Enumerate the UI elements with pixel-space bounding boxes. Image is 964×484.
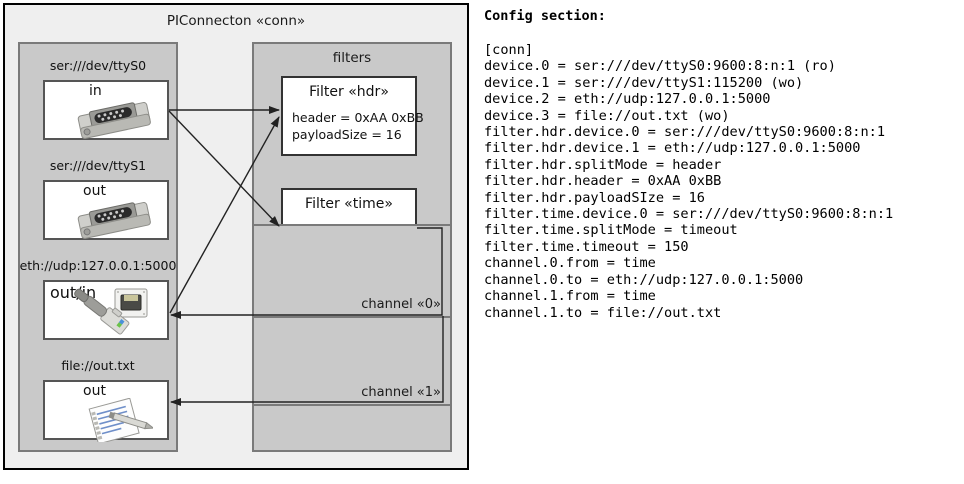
device-box-ttyS0[interactable]: in — [43, 80, 169, 140]
serial-db9-icon — [77, 101, 151, 139]
diagram-title: PIConnecton «conn» — [166, 13, 306, 29]
text-file-pencil-icon — [88, 398, 153, 442]
device-direction-ttyS1: out — [83, 183, 106, 199]
ethernet-rj45-icon — [74, 288, 148, 335]
device-caption-ttyS0: ser:///dev/ttyS0 — [49, 58, 147, 73]
filters-panel-title: filters — [332, 50, 372, 66]
channel-label-0: channel «0» — [361, 297, 441, 312]
config-section: Config section: [conn] device.0 = ser://… — [482, 0, 964, 484]
filter-box-hdr[interactable]: Filter «hdr» header = 0xAA 0xBB payloadS… — [281, 76, 424, 156]
filter-prop-payloadsize: payloadSize = 16 — [292, 127, 402, 142]
channel-label-1: channel «1» — [361, 385, 441, 400]
device-caption-file: file://out.txt — [61, 358, 135, 373]
device-caption-eth: eth://udp:127.0.0.1:5000 — [19, 258, 177, 273]
device-box-eth[interactable]: out/in — [43, 280, 169, 340]
connection-diagram: PIConnecton «conn» ser:///dev/ttyS0 in s… — [0, 0, 478, 484]
device-direction-file: out — [83, 383, 106, 399]
device-box-ttyS1[interactable]: out — [43, 180, 169, 240]
channel-cell-0[interactable]: channel «0» — [252, 224, 452, 318]
channel-cell-1[interactable]: channel «1» — [252, 316, 452, 406]
device-direction-ttyS0: in — [89, 83, 102, 99]
filter-title-hdr: Filter «hdr» — [309, 84, 389, 100]
serial-db9-icon — [77, 201, 151, 239]
filter-prop-header: header = 0xAA 0xBB — [292, 110, 424, 125]
device-caption-ttyS1: ser:///dev/ttyS1 — [49, 158, 147, 173]
device-box-file[interactable]: out — [43, 380, 169, 442]
config-heading: Config section: — [484, 8, 606, 24]
filter-title-time: Filter «time» — [305, 196, 393, 212]
config-text: [conn] device.0 = ser:///dev/ttyS0:9600:… — [484, 42, 894, 321]
